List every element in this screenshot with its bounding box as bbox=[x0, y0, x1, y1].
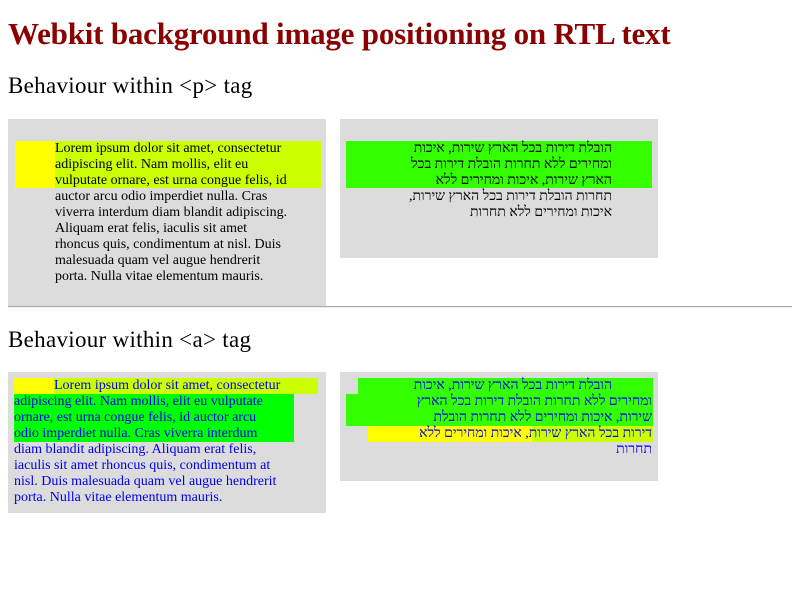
text-line: malesuada quam vel augue hendrerit bbox=[55, 253, 261, 268]
background-image-green-tail bbox=[14, 426, 150, 442]
link-text-line[interactable]: odio imperdiet nulla. Cras viverra inter… bbox=[14, 426, 258, 441]
background-image-yellow bbox=[15, 141, 55, 188]
section-heading-a-tag: Behaviour within <a> tag bbox=[8, 327, 252, 352]
link-text-line[interactable]: nisl. Duis malesuada quam vel augue hend… bbox=[14, 474, 277, 489]
p-rtl-box: הובלת דירות בכל הארץ שירות, איכות ומחירי… bbox=[340, 119, 658, 258]
text-line: porta. Nulla vitae elementum mauris. bbox=[55, 269, 264, 284]
text-line: הובלת דירות בכל הארץ שירות, איכות bbox=[413, 141, 612, 156]
link-text-line[interactable]: porta. Nulla vitae elementum mauris. bbox=[14, 490, 223, 505]
background-image-lime bbox=[54, 378, 318, 394]
text-line: Lorem ipsum dolor sit amet, consectetur bbox=[55, 141, 282, 156]
link-text-line[interactable]: adipiscing elit. Nam mollis, elit eu vul… bbox=[14, 394, 263, 409]
text-line: Aliquam erat felis, iaculis sit amet bbox=[55, 221, 248, 236]
section-heading-p-tag: Behaviour within <p> tag bbox=[8, 73, 253, 98]
text-line: adipiscing elit. Nam mollis, elit eu bbox=[55, 157, 249, 172]
text-line: תחרות הובלת דירות בכל הארץ שירות, bbox=[408, 189, 612, 204]
text-line: ומחירים ללא תחרות הובלת דירות בכל bbox=[411, 157, 612, 172]
text-line: viverra interdum diam blandit adipiscing… bbox=[55, 205, 288, 220]
text-line: vulputate ornare, est urna congue felis,… bbox=[55, 173, 287, 188]
link-text-line[interactable]: דירות בכל הארץ שירות, איכות ומחירים ללא bbox=[419, 426, 652, 441]
link-text-line[interactable]: ornare, est urna congue felis, id auctor… bbox=[14, 410, 257, 425]
background-image-yellow bbox=[14, 378, 54, 394]
link-text-line[interactable]: הובלת דירות בכל הארץ שירות, איכות bbox=[413, 378, 612, 393]
p-ltr-box: Lorem ipsum dolor sit amet, consectetur … bbox=[8, 119, 326, 306]
a-ltr-box: Lorem ipsum dolor sit amet, consectetur … bbox=[8, 372, 326, 513]
link-text-line[interactable]: diam blandit adipiscing. Aliquam erat fe… bbox=[14, 442, 257, 457]
link-text-line[interactable]: Lorem ipsum dolor sit amet, consectetur bbox=[54, 378, 281, 393]
background-image-lime bbox=[532, 426, 653, 442]
link-text-line[interactable]: תחרות bbox=[616, 442, 652, 457]
page-title: Webkit background image positioning on R… bbox=[8, 16, 671, 51]
text-line: איכות ומחירים ללא תחרות bbox=[470, 205, 612, 220]
background-image-green bbox=[358, 378, 653, 394]
text-line: הארץ שירות, איכות ומחירים ללא bbox=[435, 173, 612, 188]
background-image-green bbox=[346, 141, 652, 188]
section-divider bbox=[8, 306, 792, 308]
background-image-lime bbox=[55, 141, 321, 188]
text-line: rhoncus quis, condimentum at nisl. Duis bbox=[55, 237, 281, 252]
text-line: auctor arcu odio imperdiet nulla. Cras bbox=[55, 189, 268, 204]
link-text-line[interactable]: ומחירים ללא תחרות הובלת דירות בכל הארץ bbox=[416, 394, 652, 409]
background-image-green bbox=[346, 394, 653, 426]
link-text-line[interactable]: iaculis sit amet rhoncus quis, condiment… bbox=[14, 458, 271, 473]
a-rtl-box: הובלת דירות בכל הארץ שירות, איכות ומחירי… bbox=[340, 372, 658, 481]
background-image-yellow bbox=[368, 426, 532, 442]
link-text-line[interactable]: שירות, איכות ומחירים ללא תחרות הובלת bbox=[433, 410, 652, 425]
